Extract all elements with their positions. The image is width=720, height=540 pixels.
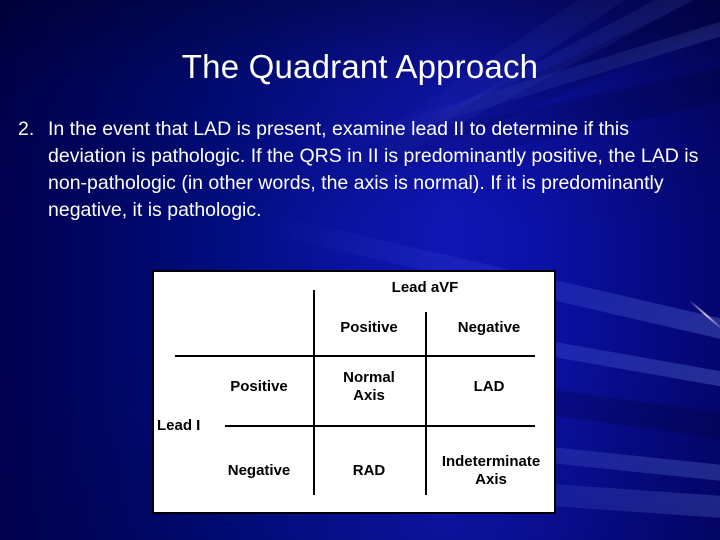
diagram-cell-lad: LAD bbox=[473, 378, 505, 395]
diagram-vertical-divider-1 bbox=[313, 290, 315, 495]
diagram-row-header-positive: Positive bbox=[230, 378, 288, 395]
diagram-column-header-negative: Negative bbox=[457, 319, 521, 336]
diagram-row-axis-label: Lead I bbox=[157, 417, 201, 434]
page-title: The Quadrant Approach bbox=[181, 48, 539, 85]
diagram-vertical-divider-2 bbox=[425, 312, 427, 495]
diagram-row-header-negative: Negative bbox=[227, 462, 291, 479]
diagram-cell-rad: RAD bbox=[352, 462, 386, 479]
diagram-cell-indeterminate-axis: Indeterminate Axis bbox=[441, 453, 541, 488]
diagram-cell-normal-axis: Normal Axis bbox=[343, 369, 395, 404]
diagram-horizontal-divider-2 bbox=[225, 425, 535, 427]
slide-body-text: 2. In the event that LAD is present, exa… bbox=[18, 116, 702, 224]
list-item-text: In the event that LAD is present, examin… bbox=[48, 118, 699, 221]
diagram-column-axis-label: Lead aVF bbox=[391, 279, 459, 296]
list-number: 2. bbox=[18, 118, 35, 140]
diagram-horizontal-divider-1 bbox=[175, 355, 535, 357]
quadrant-diagram: Lead aVF Lead I Positive Negative Positi… bbox=[152, 270, 556, 514]
diagram-column-header-positive: Positive bbox=[340, 319, 398, 336]
